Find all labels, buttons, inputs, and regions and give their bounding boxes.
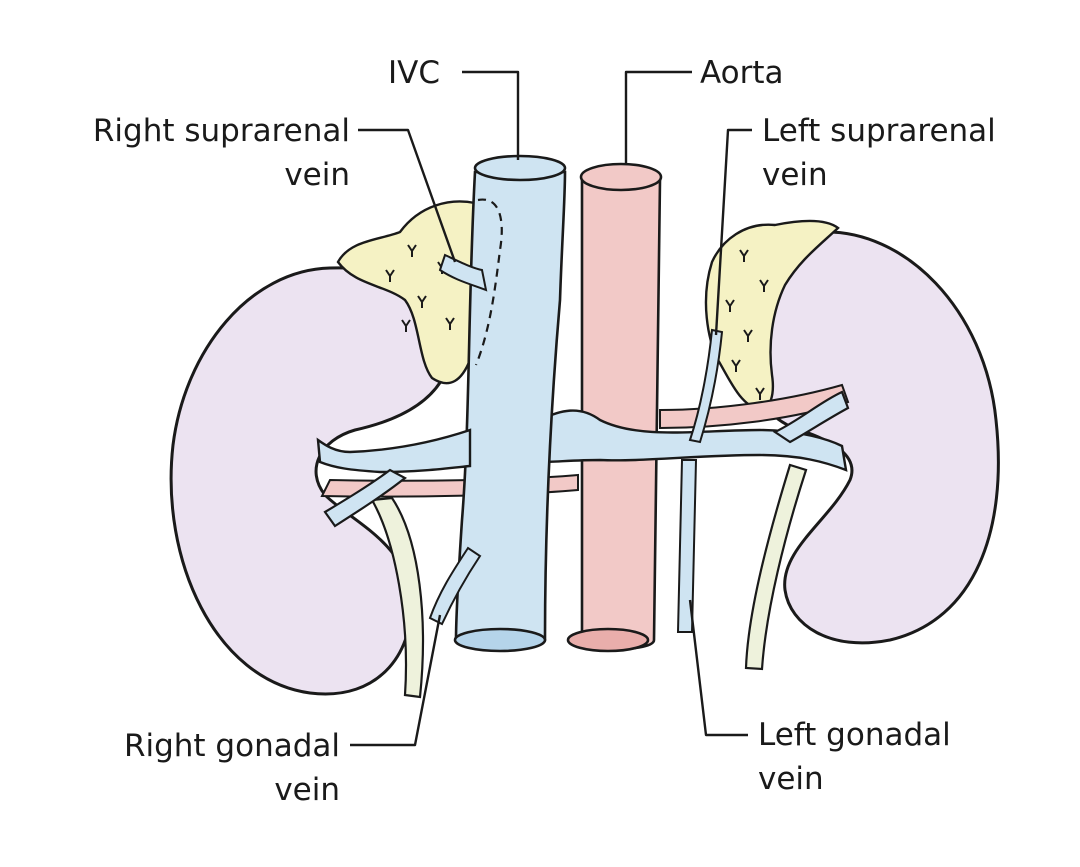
right-gonadal-vein-label-line2: vein: [274, 772, 340, 808]
inferior-vena-cava: [454, 170, 567, 649]
left-gonadal-vein-label-line1: Left gonadal: [758, 717, 951, 753]
left-gonadal-vein: [676, 459, 698, 633]
left-renal-vein-branch: [772, 390, 850, 444]
right-gonadal-leader-line: [350, 614, 442, 747]
right-suprarenal-vein-label-line2: vein: [284, 157, 350, 193]
left-suprarenal-leader-line: [714, 128, 752, 336]
right-suprarenal-vein-label-line1: Right suprarenal: [93, 113, 350, 149]
left-suprarenal-vein-label-line2: vein: [762, 157, 828, 193]
right-gonadal-vein: [428, 546, 482, 626]
left-suprarenal-vein-label-line1: Left suprarenal: [762, 113, 996, 149]
ivc-top: [473, 154, 567, 182]
aorta-leader-line: [624, 70, 692, 165]
adrenal-hidden-outline: [474, 198, 503, 366]
right-gonadal-vein-label-line1: Right gonadal: [124, 728, 340, 764]
ivc-bottom: [453, 627, 547, 653]
aorta-top: [579, 162, 663, 192]
aorta-label: Aorta: [700, 55, 784, 91]
right-renal-vein: [316, 428, 472, 474]
aorta-bottom: [566, 627, 650, 653]
aorta: [580, 178, 662, 651]
right-ureter: [370, 496, 425, 699]
right-renal-vein-branch: [323, 468, 407, 528]
left-ureter: [744, 463, 808, 671]
ivc-leader-line: [462, 70, 520, 160]
right-suprarenal-leader-line: [358, 128, 457, 263]
left-suprarenal-vein: [688, 328, 724, 444]
left-gonadal-vein-label-line2: vein: [758, 761, 824, 797]
ivc-label: IVC: [388, 55, 440, 91]
right-suprarenal-vein: [438, 253, 488, 292]
left-gonadal-leader-line: [688, 599, 748, 737]
